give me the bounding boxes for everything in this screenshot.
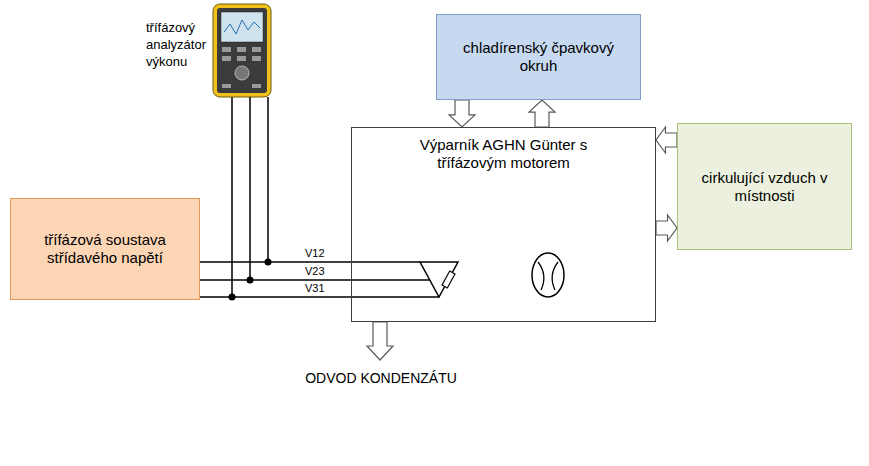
analyzer-button (252, 56, 261, 61)
evaporator-box: Výparník AGHN Günter s třífázovým motore… (351, 127, 656, 322)
device-label: třífázový analyzátor výkonu (146, 19, 220, 70)
measuring-wires (232, 97, 268, 297)
drain-arrow (367, 322, 393, 360)
analyzer-button (222, 56, 231, 61)
node-text: chladírenský čpavkový okruh (446, 39, 631, 75)
node-text: Výparník AGHN Günter s třífázovým motore… (404, 136, 604, 172)
analyzer-button (252, 84, 261, 88)
resistor-symbol (442, 271, 455, 288)
refrigerant-circuit-box: chladírenský čpavkový okruh (436, 14, 641, 100)
analyzer-button (237, 47, 246, 52)
analyzer-button (222, 84, 231, 88)
node-text: třífázová soustava střídavého napětí (20, 231, 190, 267)
measuring-wire (267, 97, 269, 262)
voltage-label: V31 (303, 282, 327, 295)
delta-winding-symbol (420, 262, 458, 297)
internal-wire (351, 296, 439, 298)
analyzer-button (237, 56, 246, 61)
analyzer-button (252, 47, 261, 52)
power-supply-box: třífázová soustava střídavého napětí (10, 198, 200, 300)
analyzer-panel (217, 8, 267, 93)
drain-label: ODVOD KONDENZÁTU (296, 370, 466, 387)
connectors (200, 100, 677, 297)
internal-wires (351, 262, 439, 297)
internal-wire (351, 261, 420, 263)
measuring-wire (231, 97, 233, 297)
voltage-label: V23 (303, 265, 327, 278)
fan-ring (532, 253, 564, 297)
analyzer-housing (213, 4, 271, 97)
flow-arrow (449, 100, 475, 127)
node-text: cirkulující vzduch v místnosti (686, 169, 843, 205)
phase-wire (200, 279, 351, 281)
fan-blade (538, 262, 544, 290)
delta-triangle (420, 262, 458, 297)
flow-arrow (656, 215, 677, 241)
analyzer-screen (221, 12, 263, 42)
phase-wire (200, 261, 351, 263)
analyzer-button (222, 47, 231, 52)
measuring-wire (249, 97, 251, 280)
fan-symbol (532, 253, 564, 297)
voltage-label: V12 (303, 247, 327, 260)
analyzer-dial (235, 66, 249, 80)
analyzer-trace (224, 20, 260, 34)
internal-wire (351, 279, 430, 281)
flow-arrow (656, 127, 677, 153)
room-air-box: cirkulující vzduch v místnosti (677, 123, 852, 250)
power-analyzer-icon (213, 4, 271, 97)
phase-wire (200, 296, 351, 298)
flow-arrow (529, 100, 555, 127)
fan-blade (552, 262, 558, 290)
